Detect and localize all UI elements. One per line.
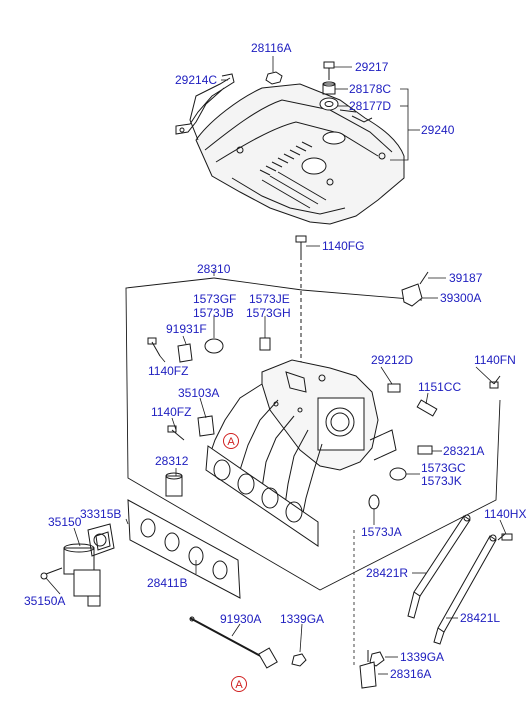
label-35150A: 35150A	[24, 594, 66, 608]
bolt-29212D	[387, 383, 401, 393]
label-1140FG: 1140FG	[322, 239, 365, 253]
label-29217: 29217	[355, 60, 389, 74]
sensor-28321A	[417, 445, 433, 455]
plug-1573JE	[259, 337, 271, 351]
label-28411B: 28411B	[147, 576, 188, 590]
label-28116A: 28116A	[251, 41, 292, 55]
gasket-33315B	[87, 523, 115, 557]
intake-manifold	[205, 359, 397, 547]
label-35150: 35150	[48, 515, 82, 529]
label-1339GA-right: 1339GA	[400, 650, 445, 664]
bracket-28316A	[359, 650, 377, 689]
leader-lines	[45, 56, 507, 675]
label-28421R: 28421R	[366, 566, 409, 580]
bracket-29214C	[175, 73, 235, 135]
grommet-28178C	[322, 81, 336, 95]
label-91930A: 91930A	[220, 612, 262, 626]
bolt-1140FN	[489, 375, 501, 389]
label-29212D: 29212D	[371, 353, 414, 367]
idle-actuator-35150	[40, 543, 101, 607]
label-28321A: 28321A	[443, 444, 485, 458]
plug-1573JA	[368, 494, 380, 510]
label-1573JE: 1573JE	[249, 292, 290, 306]
label-1573JK: 1573JK	[421, 474, 462, 488]
bracket-35103A	[197, 415, 215, 437]
label-39300A: 39300A	[440, 291, 482, 305]
sensor-39300A	[401, 271, 429, 307]
gasket-28411B	[127, 499, 241, 599]
label-28316A: 28316A	[390, 667, 432, 681]
gasket-35150-piece	[95, 531, 111, 551]
label-29240: 29240	[421, 123, 455, 137]
bolt-1140FG	[295, 235, 307, 372]
engine-cover	[189, 77, 405, 225]
plug-1573GF	[204, 338, 224, 354]
nut-1339GA-lower	[291, 653, 307, 667]
label-28177D: 28177D	[349, 99, 392, 113]
grommet-28177D	[319, 97, 339, 111]
label-1151CC: 1151CC	[418, 380, 462, 394]
bolt-1140FZ-lower	[167, 425, 185, 441]
manifold-group-box	[125, 277, 501, 591]
bolt-1140HX	[497, 533, 513, 541]
label-1573GH: 1573GH	[246, 306, 291, 320]
label-1140HX: 1140HX	[484, 507, 527, 521]
label-91931F: 91931F	[166, 322, 207, 336]
label-1573GC: 1573GC	[421, 461, 466, 475]
stay-28421R	[407, 514, 471, 619]
label-28178C: 28178C	[349, 82, 392, 96]
label-1339GA-lower: 1339GA	[280, 612, 325, 626]
label-1140FZ-upper: 1140FZ	[148, 364, 189, 378]
reference-marker-a-upper: A	[223, 433, 239, 449]
bolt-1151CC	[416, 399, 438, 417]
label-39187: 39187	[449, 271, 483, 285]
label-1140FN: 1140FN	[474, 353, 516, 367]
label-1573JB: 1573JB	[193, 306, 234, 320]
label-29214C: 29214C	[175, 73, 218, 87]
reference-marker-a-lower: A	[231, 676, 247, 692]
label-1140FZ-lower: 1140FZ	[151, 405, 192, 419]
label-28310: 28310	[197, 262, 231, 276]
oring-1573GC	[389, 467, 407, 481]
label-1573JA: 1573JA	[361, 525, 402, 539]
bolt-29217	[323, 61, 335, 80]
nut-28116A	[265, 71, 283, 85]
stay-28421L	[433, 534, 497, 645]
label-1573GF: 1573GF	[193, 292, 237, 306]
bracket-91931F	[177, 343, 193, 363]
label-33315B: 33315B	[80, 507, 122, 521]
label-28312: 28312	[155, 454, 189, 468]
label-28421L: 28421L	[460, 611, 501, 625]
hose-28312	[165, 472, 183, 497]
bolt-1140FZ-upper	[147, 337, 161, 357]
label-35103A: 35103A	[178, 386, 220, 400]
rod-91930A	[189, 616, 278, 669]
